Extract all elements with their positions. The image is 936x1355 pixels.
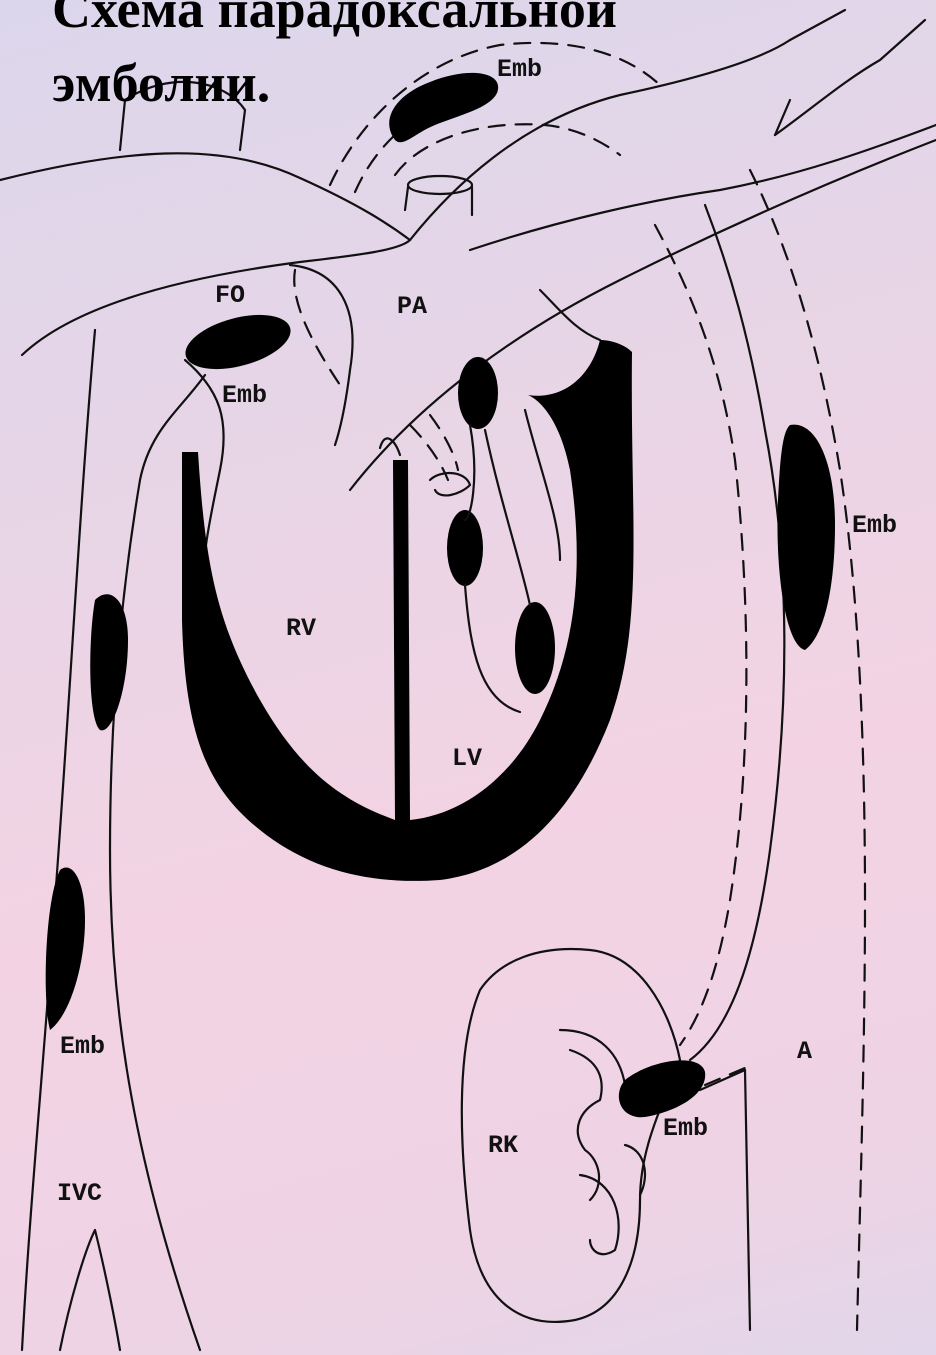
papillary-3 <box>515 602 555 694</box>
papillary-2 <box>447 510 483 586</box>
label-lv: LV <box>452 744 482 773</box>
descending-aorta <box>655 170 865 1330</box>
label-emb-left: Emb <box>60 1032 105 1061</box>
heart-ventricles <box>182 340 634 881</box>
label-pa: PA <box>397 292 427 321</box>
label-rv: RV <box>286 614 316 643</box>
label-emb-right: Emb <box>852 511 897 540</box>
label-ivc: IVC <box>57 1179 102 1208</box>
embolus-kidney <box>619 1060 705 1117</box>
embolus-foramen-ovale <box>180 305 297 379</box>
label-a: A <box>797 1037 812 1066</box>
label-fo: FO <box>215 281 245 310</box>
slide-title: Схема парадоксальной эмболии. <box>52 0 617 120</box>
embolus-aorta <box>777 425 835 650</box>
ventricle-wall <box>182 340 634 881</box>
papillary-1 <box>458 357 498 429</box>
label-emb-kidney: Emb <box>663 1114 708 1143</box>
label-rk: RK <box>488 1131 518 1160</box>
embolus-ivc-lower <box>46 867 85 1030</box>
embolus-ivc-upper <box>90 594 128 730</box>
label-emb-fo: Emb <box>222 381 267 410</box>
